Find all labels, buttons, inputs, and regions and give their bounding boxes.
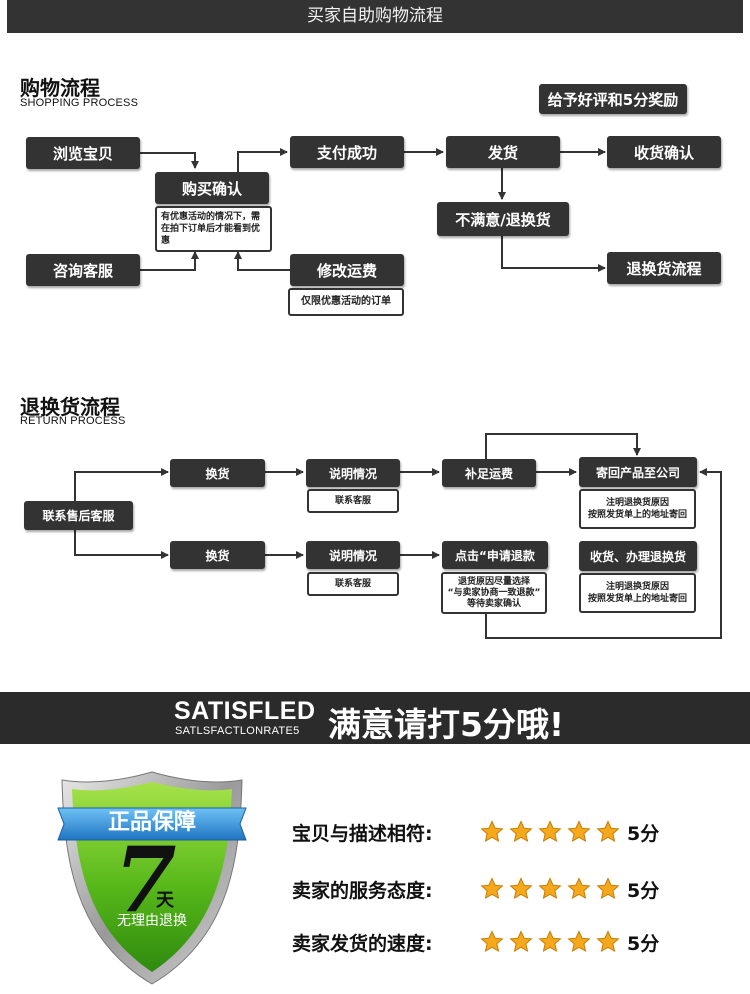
browse-box: 浏览宝贝: [26, 137, 140, 169]
rating-score: 5分: [627, 880, 660, 902]
star-icon: [567, 930, 591, 952]
add-freight-box: 补足运费: [442, 459, 536, 487]
rating-stars: [480, 820, 625, 848]
rating-score: 5分: [627, 933, 660, 955]
guarantee-badge: 正品保障 7 天 无理由退换: [52, 768, 252, 988]
apply-refund-box: 点击“申请退款: [442, 541, 548, 569]
send-back-box: 寄回产品至公司: [579, 457, 697, 487]
discount-note: 有优惠活动的情况下，需在拍下订单后才能看到优惠: [155, 206, 272, 252]
star-icon: [538, 820, 562, 842]
reward-box: 给予好评和5分奖励: [539, 84, 687, 114]
rating-label: 宝贝与描述相符:: [292, 823, 433, 845]
rating-stars: [480, 930, 625, 958]
badge-number: 7: [114, 827, 177, 933]
star-icon: [567, 820, 591, 842]
explain-top-box: 说明情况: [306, 459, 400, 487]
rating-label: 卖家发货的速度:: [292, 933, 433, 955]
consult-box: 咨询客服: [26, 254, 140, 286]
contact-cs-bottom-note: 联系客服: [307, 572, 399, 596]
exchange-bottom-box: 换货: [170, 541, 265, 569]
star-icon: [509, 820, 533, 842]
flow-connectors: [74, 148, 722, 639]
return-flow-box: 退换货流程: [607, 252, 721, 284]
star-icon: [538, 877, 562, 899]
rating-label: 卖家的服务态度:: [292, 880, 433, 902]
banner-en-big: SATISFLED: [174, 697, 316, 725]
modify-freight-box: 修改运费: [290, 254, 404, 286]
shopping-subtitle: SHOPPING PROCESS: [20, 97, 139, 109]
contact-cs-top-note: 联系客服: [307, 489, 399, 513]
badge-slogan: 无理由退换: [117, 913, 187, 929]
shield-icon: [57, 771, 247, 985]
banner-en-small: SATLSFACTLONRATE5: [175, 725, 300, 737]
unsatisfied-box: 不满意/退换货: [437, 202, 569, 236]
star-icon: [480, 877, 504, 899]
badge-ribbon-text: 正品保障: [107, 810, 196, 835]
confirm-buy-box: 购买确认: [155, 172, 269, 204]
star-icon: [596, 877, 620, 899]
returns-subtitle: RETURN PROCESS: [20, 415, 126, 427]
pay-success-box: 支付成功: [290, 136, 404, 168]
star-icon: [596, 820, 620, 842]
rating-stars: [480, 877, 625, 905]
exchange-top-box: 换货: [170, 459, 265, 487]
star-icon: [538, 930, 562, 952]
star-icon: [480, 930, 504, 952]
star-icon: [509, 877, 533, 899]
explain-bottom-box: 说明情况: [306, 541, 400, 569]
receive-handle-box: 收货、办理退换货: [579, 541, 697, 571]
rating-score: 5分: [627, 823, 660, 845]
send-back-note: 注明退换货原因 按照发货单上的地址寄回: [579, 489, 696, 529]
freight-note: 仅限优惠活动的订单: [288, 288, 404, 316]
refund-note: 退货原因尽量选择 “与卖家协商一致退款” 等待卖家确认: [441, 572, 547, 614]
shopping-title: 购物流程: [20, 76, 100, 100]
star-icon: [480, 820, 504, 842]
badge-day: 天: [156, 890, 174, 911]
page-header: 买家自助购物流程: [7, 0, 743, 33]
returns-title: 退换货流程: [20, 395, 120, 419]
receive-confirm-box: 收货确认: [607, 136, 721, 168]
banner-cn: 满意请打5分哦!: [328, 705, 565, 744]
star-icon: [509, 930, 533, 952]
receive-note: 注明退换货原因 按照发货单上的地址寄回: [579, 573, 696, 613]
star-icon: [567, 877, 591, 899]
contact-aftersales-box: 联系售后客服: [24, 501, 133, 530]
ship-box: 发货: [446, 136, 560, 168]
satisfaction-banner: [0, 692, 750, 744]
star-icon: [596, 930, 620, 952]
